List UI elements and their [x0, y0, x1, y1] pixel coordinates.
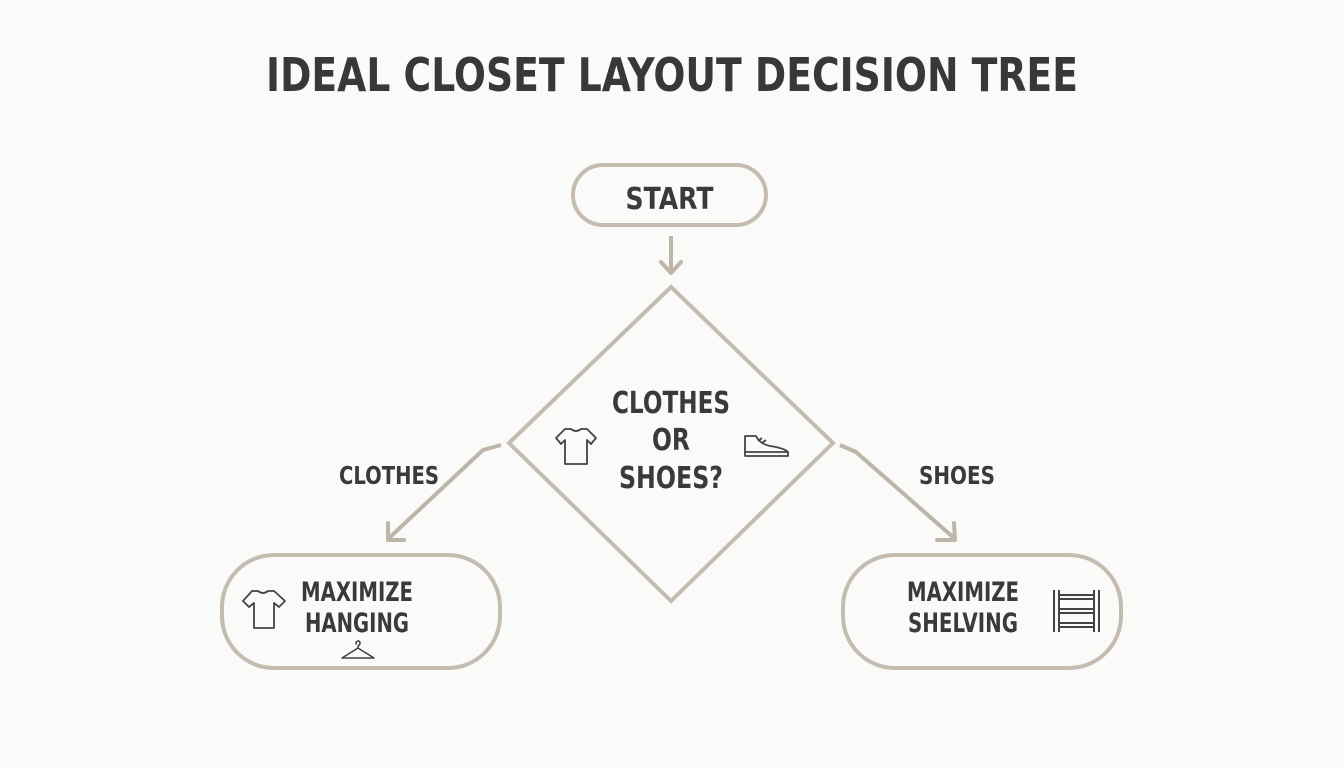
decision-line-2: OR — [652, 423, 690, 458]
decision-line-3: SHOES? — [619, 461, 723, 496]
result-node-shelving: MAXIMIZE SHELVING — [841, 553, 1123, 670]
arrow-decision-to-left — [386, 443, 502, 542]
hanging-line-2: HANGING — [305, 608, 409, 639]
start-label: START — [626, 182, 714, 217]
shoe-icon — [744, 435, 789, 457]
edge-label-shoes: SHOES — [919, 461, 995, 490]
arrow-decision-to-right — [839, 443, 957, 542]
tshirt-icon — [242, 590, 286, 629]
decision-node: CLOTHES OR SHOES? — [506, 284, 836, 604]
hanger-icon — [341, 640, 375, 659]
arrow-start-to-decision — [659, 236, 683, 275]
shelving-line-2: SHELVING — [908, 608, 1018, 639]
edge-label-clothes: CLOTHES — [339, 461, 439, 490]
start-node: START — [571, 163, 768, 227]
result-node-hanging: MAXIMIZE HANGING — [220, 553, 502, 670]
shelving-icon — [1053, 590, 1100, 632]
hanging-line-1: MAXIMIZE — [301, 577, 413, 608]
decision-line-1: CLOTHES — [612, 386, 730, 421]
shelving-line-1: MAXIMIZE — [907, 577, 1019, 608]
diagram-title: IDEAL CLOSET LAYOUT DECISION TREE — [266, 48, 1078, 102]
tshirt-icon — [555, 428, 597, 465]
